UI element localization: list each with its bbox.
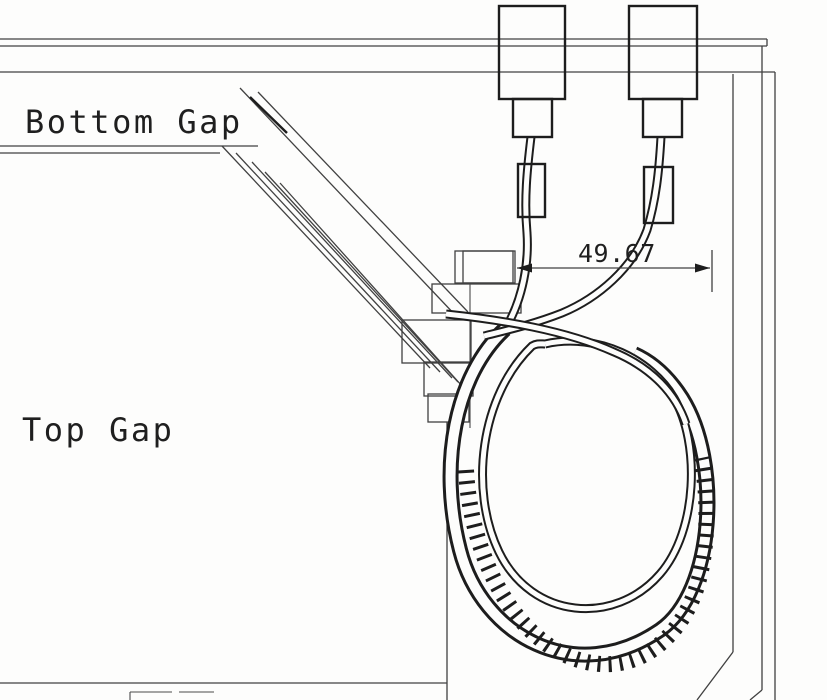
diagonal-bundle: [221, 87, 469, 387]
conduit-ribs: [458, 456, 715, 673]
dimension-start-box: [462, 250, 516, 284]
bundle-line: [239, 87, 459, 319]
bundle-line: [221, 145, 431, 369]
connector-left-neck: [511, 97, 554, 139]
frame-line: [696, 651, 734, 700]
frame-lines: [0, 38, 776, 700]
bundle-line: [264, 171, 459, 383]
bundle-line: [257, 91, 469, 313]
bottom-gap-section: [0, 145, 258, 154]
bundle-line: [251, 161, 453, 379]
bottom-gap-label: Bottom Gap: [25, 103, 243, 141]
top-gap-label: Top Gap: [22, 411, 174, 449]
cable-left-core: [504, 136, 534, 328]
connector-left-body: [497, 4, 567, 101]
cable-strands: [445, 136, 691, 426]
cable-clamp-right: [642, 165, 675, 225]
cable-loop: [442, 323, 716, 673]
labels: Bottom Gap Top Gap: [22, 103, 243, 449]
connector-right-body: [627, 4, 699, 101]
step-block: [401, 319, 472, 364]
cable-clamp-left: [516, 162, 547, 219]
dimension-49-67: 49.67: [462, 239, 713, 292]
dimension-arrow-left: [517, 263, 532, 273]
cable-cross-core: [445, 311, 689, 425]
cable-right-core: [483, 136, 664, 339]
connectors: [497, 4, 699, 139]
loop-outer-conduit-core: [445, 325, 713, 660]
bundle-stroke: [249, 96, 288, 134]
frame-line: [749, 689, 763, 700]
bundle-line: [279, 182, 463, 387]
bundle-line: [235, 152, 441, 373]
dimension-text: 49.67: [578, 239, 656, 268]
step-block: [454, 250, 514, 284]
cable-markers: [516, 162, 675, 225]
connector-right-neck: [641, 97, 684, 139]
dimension-arrow-right: [695, 263, 710, 273]
